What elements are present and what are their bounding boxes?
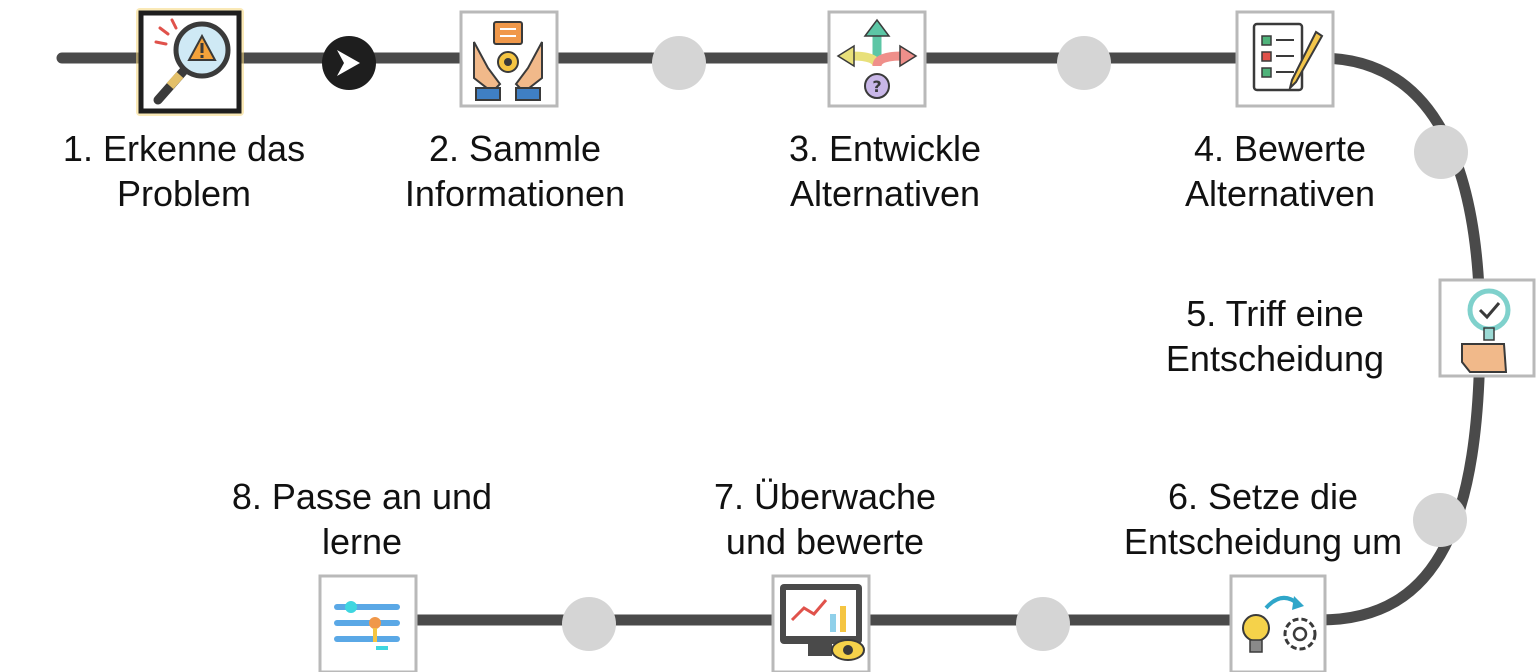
step-6-label: 6. Setze die Entscheidung um [1098,474,1428,564]
step-6-icon-box [1229,574,1327,672]
hand-checkmark-icon [1461,288,1511,373]
svg-text:?: ? [872,77,881,96]
checklist-pencil-icon [1252,22,1324,92]
step-1-label: 1. Erkenne das Problem [40,126,328,216]
step-8-icon-box [318,574,418,672]
step-5-line-1: 5. Triff eine [1186,293,1364,334]
track-node [652,36,706,90]
step-8-label: 8. Passe an und lerne [210,474,514,564]
step-7-line-2: und bewerte [725,521,925,562]
step-1-line-2: Problem [116,173,252,214]
step-3-line-1: 3. Entwickle [788,128,982,169]
lightbulb-gear-icon [1242,596,1317,653]
step-5-label: 5. Triff eine Entscheidung [1130,291,1420,381]
step-7-icon-box [771,574,871,672]
slider-adjust-icon [334,601,400,650]
step-4-line-2: Alternativen [1184,173,1376,214]
step-6-line-1: 6. Setze die [1167,476,1359,517]
step-3-icon-box: ? [827,10,927,108]
hands-gear-data-icon [473,21,543,101]
step-2-line-1: 2. Sammle [428,128,602,169]
step-5-icon-box [1438,278,1536,378]
step-4-icon-box [1235,10,1335,108]
branching-arrows-question-icon: ? [836,18,918,99]
step-7-label: 7. Überwache und bewerte [685,474,965,564]
step-7-line-1: 7. Überwache [713,476,937,517]
chevron-right-icon [337,50,360,76]
step-3-line-2: Alternativen [789,173,981,214]
step-2-line-2: Informationen [404,173,626,214]
track-node [1414,125,1468,179]
magnifier-warning-icon [153,18,231,105]
step-2-label: 2. Sammle Informationen [370,126,660,216]
step-1-line-1: 1. Erkenne das [62,128,306,169]
track-node [562,597,616,651]
track-node [1057,36,1111,90]
step-5-line-2: Entscheidung [1165,338,1385,379]
step-8-line-1: 8. Passe an und [231,476,493,517]
track-node [1413,493,1467,547]
track-node [1016,597,1070,651]
step-1-icon-box [136,8,244,116]
step-4-label: 4. Bewerte Alternativen [1140,126,1420,216]
step-8-line-2: lerne [321,521,403,562]
step-4-line-1: 4. Bewerte [1193,128,1367,169]
monitor-eye-chart-icon [780,584,865,661]
step-6-line-2: Entscheidung um [1123,521,1403,562]
step-3-label: 3. Entwickle Alternativen [745,126,1025,216]
step-2-icon-box [459,10,559,108]
